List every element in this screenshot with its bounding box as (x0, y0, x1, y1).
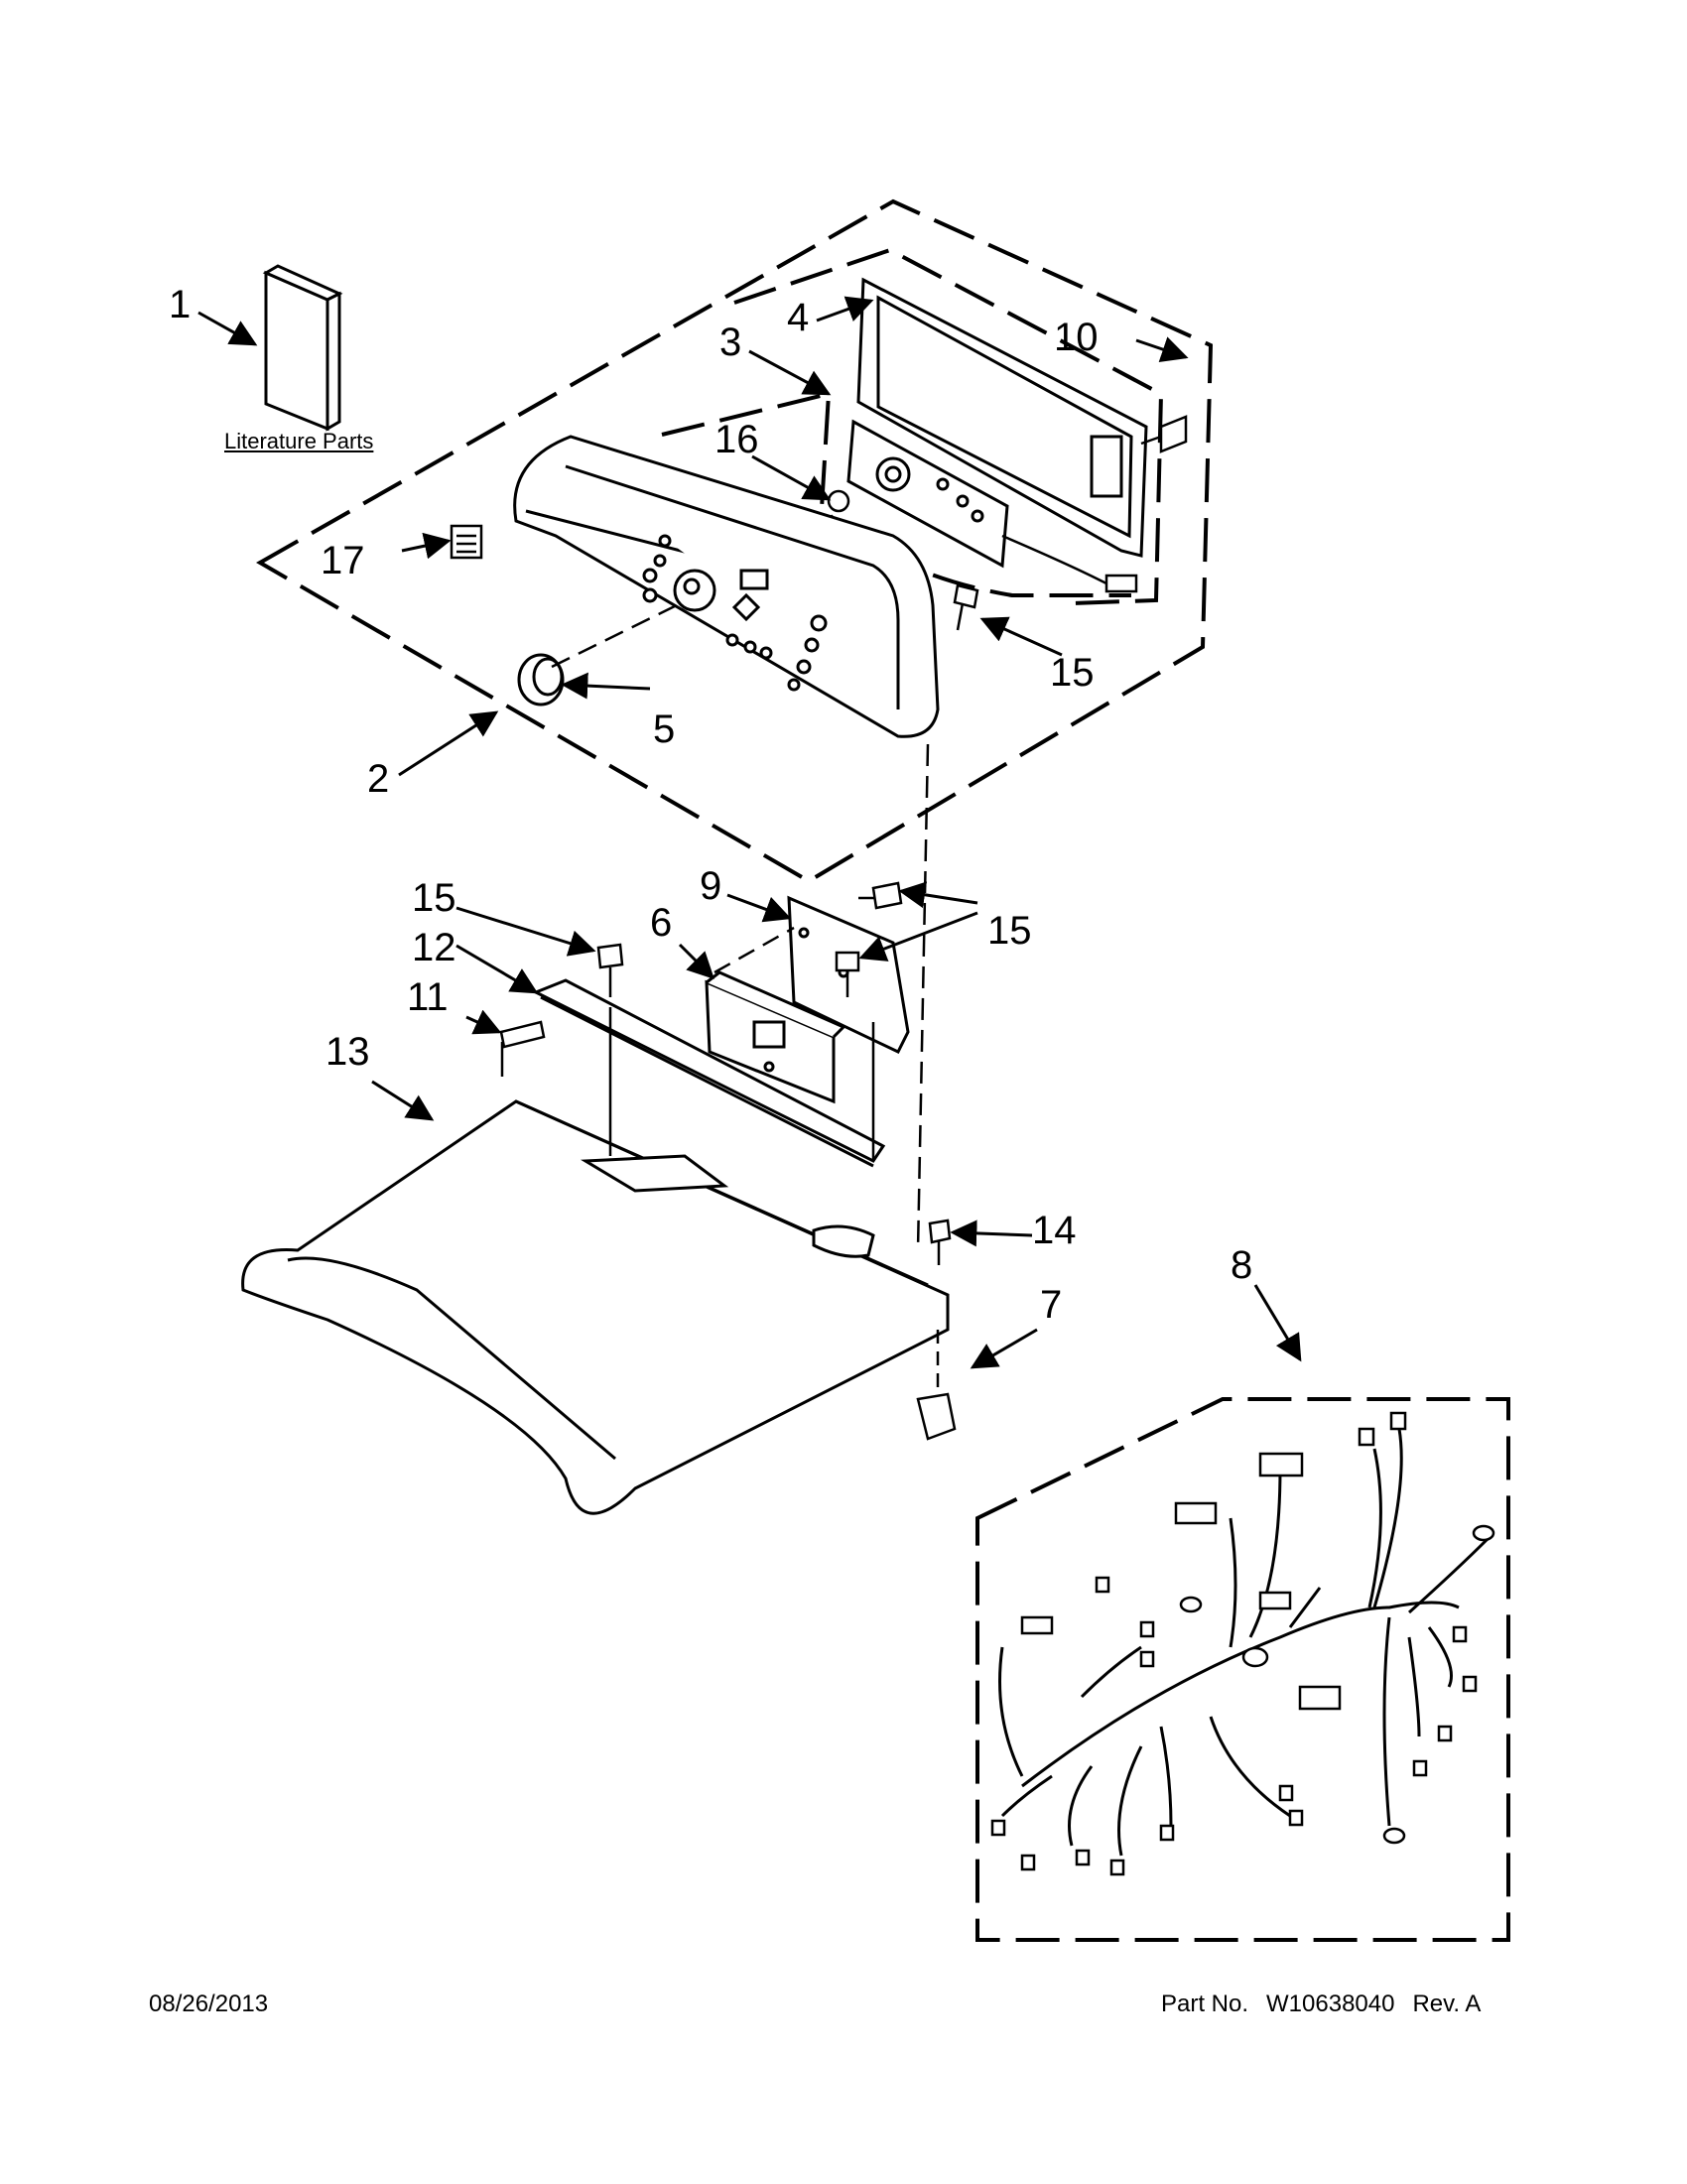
callout-17: 17 (321, 539, 365, 582)
screw-15-top (953, 583, 979, 631)
callout-7: 7 (1040, 1283, 1063, 1327)
control-board (846, 419, 1009, 569)
screw-14 (928, 1219, 952, 1265)
callout-15-console: 15 (1050, 651, 1095, 695)
callout-14: 14 (1032, 1209, 1077, 1252)
callout-2: 2 (367, 757, 390, 801)
part-label: Part No. (1161, 1991, 1249, 2017)
mounting-channel (532, 978, 886, 1168)
shaft-adapter (827, 489, 850, 513)
channel-clip (499, 1020, 546, 1077)
callout-15-channel: 15 (412, 876, 456, 920)
harness-connectors (990, 1411, 1495, 1876)
control-knob (517, 653, 565, 707)
wire-harness (998, 1428, 1491, 1857)
callout-16: 16 (714, 418, 759, 461)
console-housing (513, 435, 940, 738)
callout-1: 1 (169, 283, 192, 326)
callout-3: 3 (719, 321, 742, 364)
revision: Rev. A (1412, 1991, 1482, 2017)
callout-12: 12 (412, 926, 456, 969)
callout-13: 13 (325, 1030, 370, 1074)
hinge-7 (916, 1392, 957, 1441)
footer-date: 08/26/2013 (149, 1991, 269, 2017)
part-number: W10638040 (1266, 1991, 1395, 2017)
console-assembly-boundary (255, 198, 1214, 884)
dryer-control-module (705, 970, 846, 1104)
wire-harness-boundary (975, 1397, 1510, 1942)
console-badge (450, 524, 483, 560)
callout-5: 5 (653, 707, 676, 751)
callout-10: 10 (1054, 316, 1099, 359)
leader-arrows (197, 296, 1302, 1369)
footer-part-info: Part No. W10638040 Rev. A (1161, 1991, 1498, 2018)
callout-9: 9 (700, 864, 722, 908)
top-panel (241, 1099, 950, 1515)
screw-15-bracket-b (835, 951, 860, 997)
literature-parts-label: Literature Parts (224, 429, 374, 453)
board-connector (1001, 534, 1138, 593)
callout-11: 11 (407, 975, 449, 1019)
literature-parts-icon (262, 264, 343, 432)
screw-10 (1140, 415, 1188, 453)
callout-6: 6 (650, 901, 673, 945)
callout-4: 4 (787, 296, 810, 339)
screw-15-channel (596, 943, 624, 997)
panel-bracket (856, 277, 1148, 558)
callout-8: 8 (1231, 1243, 1253, 1287)
screw-15-bracket-a (858, 881, 903, 910)
callout-15-bracket: 15 (987, 909, 1032, 953)
